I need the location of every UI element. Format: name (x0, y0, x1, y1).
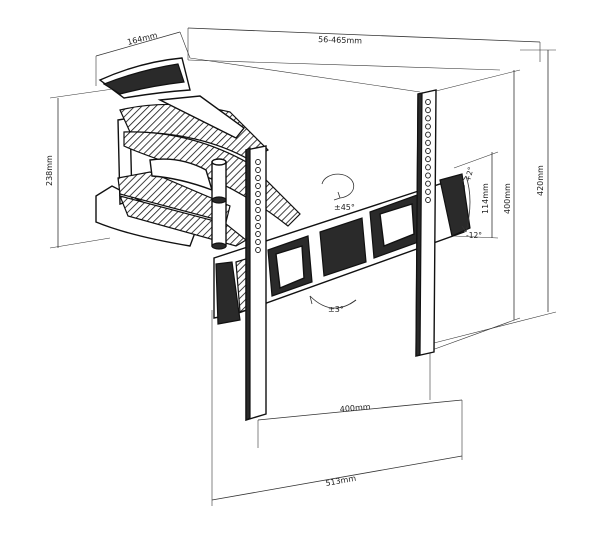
mounting-hole (255, 166, 261, 174)
rail-left-end-cap (215, 261, 241, 325)
mounting-hole (425, 107, 431, 114)
pivot-cylinder (211, 158, 227, 250)
mounting-hole (425, 98, 431, 106)
mounting-hole (255, 238, 261, 246)
mounting-hole (425, 196, 431, 204)
label-depth-arm: 164mm (126, 31, 158, 47)
mounting-hole (255, 174, 261, 182)
swivel-indicator (321, 173, 355, 201)
rail-right-end-cap (439, 173, 471, 237)
label-bracket-height: 420mm (536, 165, 545, 196)
mounting-hole (255, 198, 261, 206)
mounting-hole (255, 246, 261, 254)
dim-line-vesa-horizontal (257, 399, 463, 421)
label-vesa-vertical: 400mm (503, 183, 512, 214)
dim-line-depth-arm (95, 31, 181, 57)
mounting-hole (425, 123, 431, 130)
label-extension-range: 56-465mm (318, 35, 362, 46)
mounting-hole (425, 164, 431, 171)
mounting-hole (255, 206, 261, 214)
mounting-hole (425, 180, 431, 187)
horizontal-rail (213, 173, 471, 325)
label-swivel: ±45° (334, 203, 355, 212)
label-rail-width: 513mm (325, 474, 357, 488)
right-vertical-bracket (415, 89, 437, 357)
left-vertical-bracket (245, 145, 267, 421)
mounting-hole (425, 147, 431, 155)
tilt-indicator (461, 175, 471, 233)
label-vesa-horizontal: 400mm (339, 402, 371, 414)
mounting-hole (255, 182, 261, 190)
mounting-hole (255, 190, 261, 198)
mounting-hole (255, 230, 261, 238)
mounting-hole (425, 156, 431, 163)
level-indicator (309, 295, 357, 309)
mounting-hole (425, 188, 431, 195)
label-tilt-up: +2° (463, 166, 475, 183)
mounting-hole (425, 139, 431, 146)
label-tilt-down: -12° (466, 231, 482, 240)
dimension-lines (49, 27, 557, 506)
dim-line-extension (187, 27, 541, 43)
mounting-hole (255, 222, 261, 230)
mounting-hole (255, 214, 261, 222)
mounting-hole (425, 172, 431, 179)
mounting-hole (425, 115, 431, 122)
mounting-hole (425, 131, 431, 138)
mounting-hole (255, 158, 261, 166)
label-plate-height: 238mm (45, 155, 54, 186)
label-tilt-spacing: 114mm (481, 183, 490, 214)
label-level-adjust: ±3° (328, 305, 344, 314)
dim-line-rail-width (211, 455, 463, 501)
